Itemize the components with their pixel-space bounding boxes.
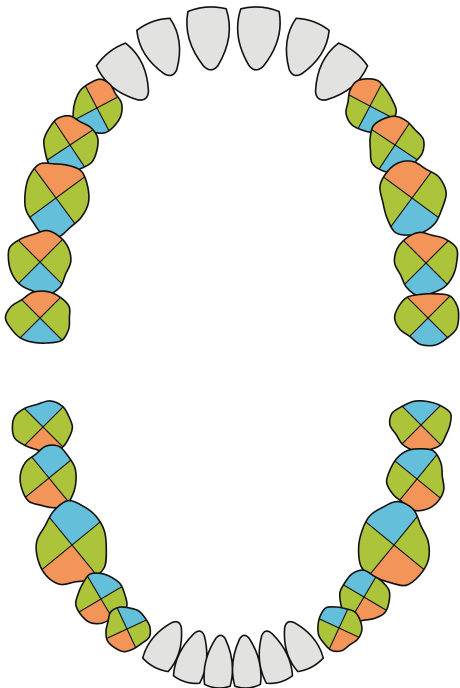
upper-left-molar-2[interactable] — [5, 227, 75, 297]
upper-anterior-tooth-3[interactable] — [186, 6, 233, 72]
upper-left-molar-3[interactable] — [4, 282, 76, 354]
upper-anterior-tooth-4[interactable] — [235, 6, 282, 72]
upper-right-molar-2[interactable] — [391, 228, 460, 298]
lower-anterior-tooth-4[interactable] — [230, 634, 262, 688]
lower-anterior-tooth-3[interactable] — [203, 634, 235, 688]
